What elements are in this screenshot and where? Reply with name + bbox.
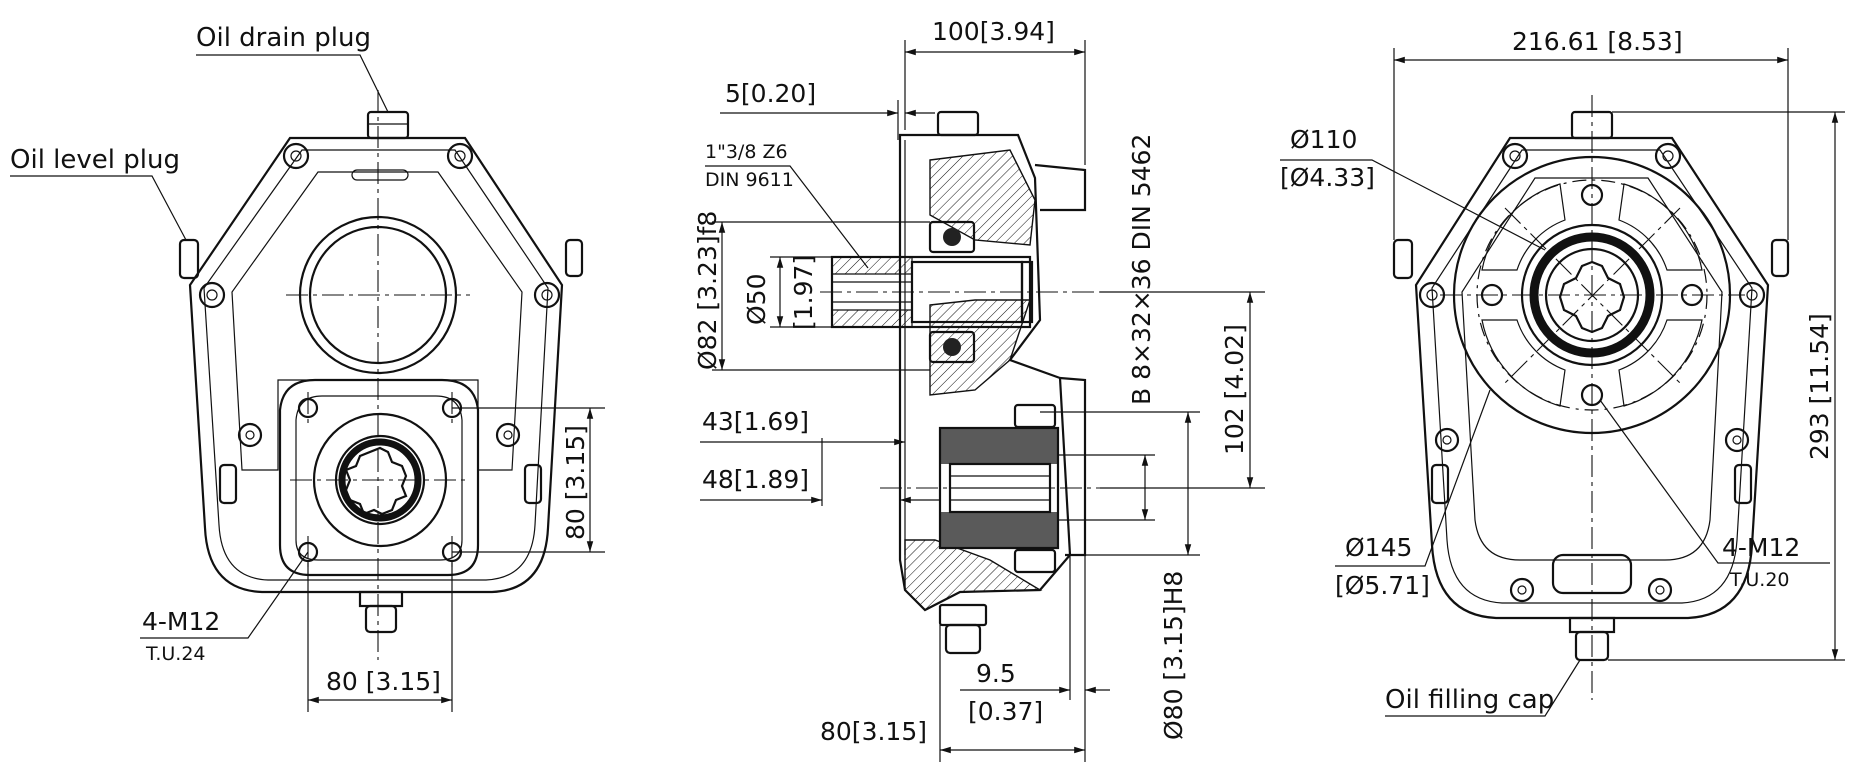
mid-dim-48: 48[1.89] (702, 465, 809, 494)
mid-dim-d50: Ø50 (742, 274, 771, 326)
mid-dim-5: 5[0.20] (725, 79, 816, 108)
right-housing-bolts (1418, 142, 1766, 603)
label-oil-filling-cap: Oil filling cap (1385, 685, 1554, 715)
left-dim-height: 80 [3.15] (561, 425, 590, 540)
mid-dim-43: 43[1.69] (702, 407, 809, 436)
middle-view: 100[3.94] 5[0.20] 1"3/8 Z6 DIN 9611 Ø82 … (693, 17, 1265, 762)
left-rib (231, 171, 523, 471)
right-oil-filling-cap (1574, 630, 1610, 662)
right-dim-height: 293 [11.54] (1805, 313, 1834, 460)
mid-dim-102: 102 [4.02] (1220, 324, 1249, 455)
left-spline (344, 446, 408, 516)
left-boss-lower-right (523, 463, 543, 505)
right-bolt-spec: 4-M12 (1722, 533, 1800, 562)
mid-dim-d50-in: [1.97] (789, 255, 818, 330)
mid-spline-spec: B 8×32×36 DIN 5462 (1127, 134, 1156, 405)
right-dim-d145-in: [Ø5.71] (1335, 571, 1430, 600)
left-boss-right (564, 238, 584, 278)
left-level-plug (178, 238, 200, 280)
left-bolt-spec: 4-M12 (142, 607, 220, 636)
left-housing-outline (188, 136, 564, 594)
right-dim-d145: Ø145 (1345, 533, 1412, 562)
mid-bottom-plug-nut (938, 603, 988, 627)
mid-section-middle (929, 299, 1031, 396)
left-housing-bolts (198, 142, 561, 448)
right-bolt-tu: T.U.20 (1729, 569, 1790, 591)
mid-bearings (928, 220, 976, 364)
mid-coupling-top (940, 428, 1058, 464)
mid-dim-9-5: 9.5 (976, 659, 1016, 688)
left-drain-plug (366, 110, 410, 140)
left-bolt-tu: T.U.24 (145, 643, 206, 665)
left-dim-width: 80 [3.15] (326, 667, 441, 696)
left-pump-flange (278, 378, 480, 577)
mid-dim-d82: Ø82 [3.23]f8 (693, 211, 722, 370)
left-view: Oil drain plug Oil level plug 80 [3.15] … (10, 23, 605, 712)
right-view: 216.61 [8.53] 293 [11.54] Ø110 [Ø4.33] Ø… (1280, 27, 1845, 717)
left-top-slot (351, 169, 409, 181)
mid-dim-d80: Ø80 [3.15]H8 (1159, 571, 1188, 740)
mid-dim-top: 100[3.94] (932, 17, 1055, 46)
left-housing-inner (203, 149, 549, 581)
mid-dim-80: 80[3.15] (820, 717, 927, 746)
label-oil-level-plug: Oil level plug (10, 145, 180, 175)
mid-bottom-plug (944, 623, 982, 655)
mid-top-plug (936, 110, 980, 137)
mid-shaft-din: DIN 9611 (705, 169, 794, 191)
right-dim-d110: Ø110 (1290, 125, 1357, 154)
mid-dim-9-5-in: [0.37] (968, 697, 1043, 726)
left-boss-lower-left (218, 463, 238, 505)
mid-coupling-bottom (940, 512, 1058, 548)
label-oil-drain-plug: Oil drain plug (196, 23, 371, 53)
right-housing-outline (1414, 136, 1770, 620)
left-fill-plug-nut (358, 590, 404, 608)
right-dim-d110-in: [Ø4.33] (1280, 163, 1375, 192)
right-housing-inner (1431, 149, 1753, 604)
left-fill-plug (364, 604, 398, 634)
right-dim-width: 216.61 [8.53] (1512, 27, 1683, 56)
mid-shaft-spec: 1"3/8 Z6 (705, 141, 788, 163)
